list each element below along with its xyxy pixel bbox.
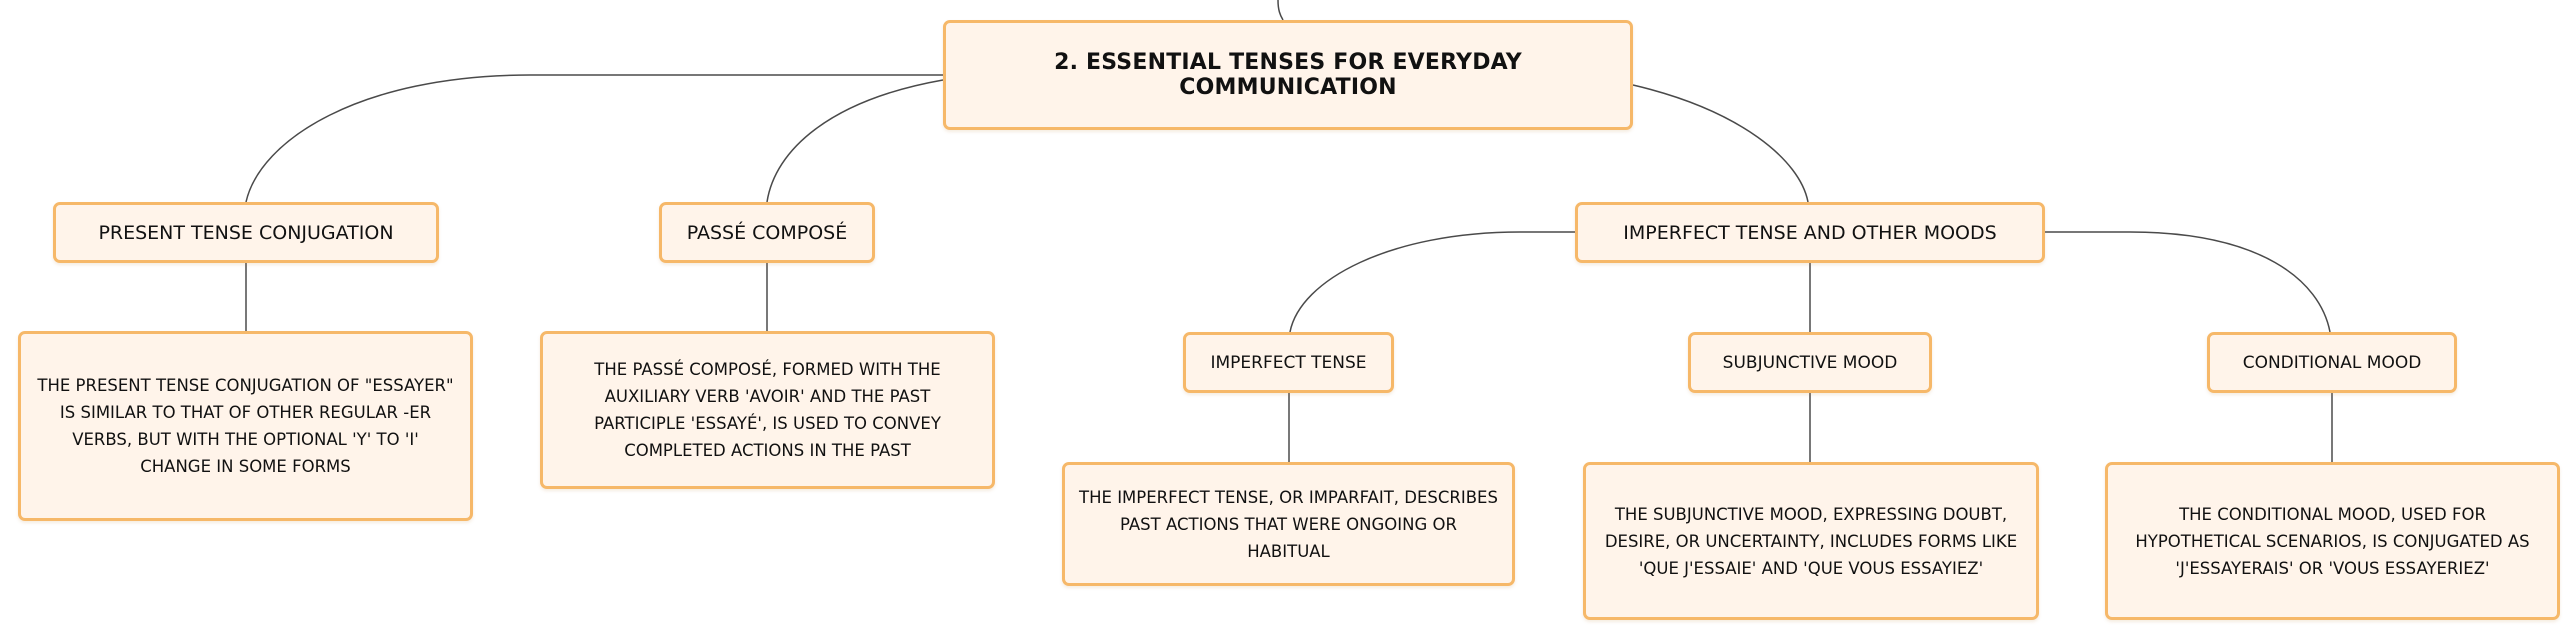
connector-imparf-conditional xyxy=(2045,231,2331,333)
description-passe-compose[interactable]: THE PASSÉ COMPOSÉ, FORMED WITH THE AUXIL… xyxy=(540,331,995,489)
connector-from-parent xyxy=(1277,0,1284,21)
description-text: THE CONDITIONAL MOOD, USED FOR HYPOTHETI… xyxy=(2135,504,2530,578)
description-present-tense[interactable]: THE PRESENT TENSE CONJUGATION OF "ESSAYE… xyxy=(18,331,473,521)
description-text: THE IMPERFECT TENSE, OR IMPARFAIT, DESCR… xyxy=(1079,487,1498,561)
root-topic-node[interactable]: 2. ESSENTIAL TENSES FOR EVERYDAY COMMUNI… xyxy=(943,20,1633,130)
subtopic-label: CONDITIONAL MOOD xyxy=(2242,352,2422,373)
topic-label: IMPERFECT TENSE AND OTHER MOODS xyxy=(1623,221,1997,244)
root-topic-label: 2. ESSENTIAL TENSES FOR EVERYDAY COMMUNI… xyxy=(1054,50,1522,100)
topic-imperfect-tense-and-other-moods[interactable]: IMPERFECT TENSE AND OTHER MOODS xyxy=(1575,202,2045,263)
connector-root-passe xyxy=(766,79,944,203)
subtopic-label: IMPERFECT TENSE xyxy=(1210,352,1367,373)
topic-passe-compose[interactable]: PASSÉ COMPOSÉ xyxy=(659,202,875,263)
subtopic-label: SUBJUNCTIVE MOOD xyxy=(1722,352,1898,373)
description-text: THE PASSÉ COMPOSÉ, FORMED WITH THE AUXIL… xyxy=(594,360,941,460)
connector-root-imparf xyxy=(1632,84,1809,203)
description-imperfect-tense[interactable]: THE IMPERFECT TENSE, OR IMPARFAIT, DESCR… xyxy=(1062,462,1515,586)
subtopic-imperfect-tense[interactable]: IMPERFECT TENSE xyxy=(1183,332,1394,393)
description-text: THE SUBJUNCTIVE MOOD, EXPRESSING DOUBT, … xyxy=(1604,504,2018,578)
topic-label: PASSÉ COMPOSÉ xyxy=(686,221,848,244)
description-conditional-mood[interactable]: THE CONDITIONAL MOOD, USED FOR HYPOTHETI… xyxy=(2105,462,2560,620)
topic-present-tense-conjugation[interactable]: PRESENT TENSE CONJUGATION xyxy=(53,202,439,263)
subtopic-conditional-mood[interactable]: CONDITIONAL MOOD xyxy=(2207,332,2457,393)
connector-imparf-imperfect xyxy=(1289,231,1575,333)
description-subjunctive-mood[interactable]: THE SUBJUNCTIVE MOOD, EXPRESSING DOUBT, … xyxy=(1583,462,2039,620)
description-text: THE PRESENT TENSE CONJUGATION OF "ESSAYE… xyxy=(37,376,454,476)
connector-root-present xyxy=(245,74,943,203)
subtopic-subjunctive-mood[interactable]: SUBJUNCTIVE MOOD xyxy=(1688,332,1932,393)
topic-label: PRESENT TENSE CONJUGATION xyxy=(98,221,394,244)
